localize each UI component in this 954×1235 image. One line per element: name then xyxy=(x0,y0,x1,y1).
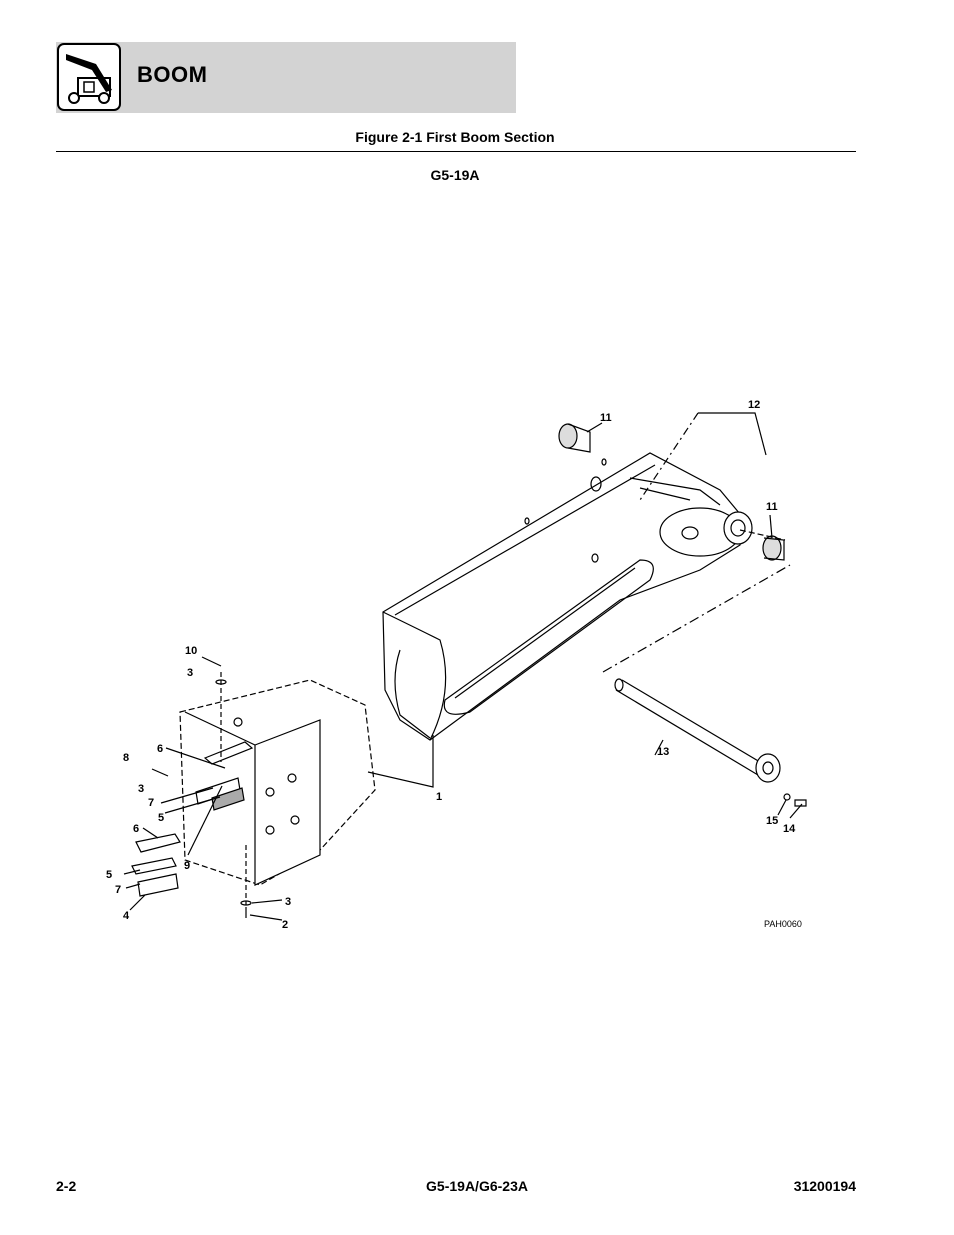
callout-5b: 5 xyxy=(106,869,112,881)
callout-3b: 3 xyxy=(138,783,144,795)
callout-11a: 11 xyxy=(600,412,612,424)
callout-2: 2 xyxy=(282,919,288,931)
diagram-callouts: 1 2 3 3 3 4 5 5 6 6 7 7 8 9 10 11 11 12 … xyxy=(106,399,796,931)
footer-models: G5-19A/G6-23A xyxy=(426,1178,528,1194)
callout-8: 8 xyxy=(123,752,129,764)
callout-12: 12 xyxy=(748,399,760,411)
callout-6b: 6 xyxy=(133,823,139,835)
section-title: BOOM xyxy=(137,62,208,87)
callout-6a: 6 xyxy=(157,743,163,755)
callout-4: 4 xyxy=(123,910,130,922)
callout-10: 10 xyxy=(185,645,197,657)
telehandler-icon xyxy=(56,42,122,112)
header-band xyxy=(56,42,516,113)
figure-reference-code: PAH0060 xyxy=(764,919,802,929)
callout-1: 1 xyxy=(436,791,442,803)
header-rule xyxy=(56,151,856,152)
footer-doc-number: 31200194 xyxy=(793,1178,856,1194)
callout-5a: 5 xyxy=(158,812,164,824)
figure-model: G5-19A xyxy=(430,167,480,183)
callout-7a: 7 xyxy=(148,797,154,809)
figure-title: Figure 2-1 First Boom Section xyxy=(355,129,555,145)
callout-15: 15 xyxy=(766,815,778,827)
callout-11b: 11 xyxy=(766,501,778,513)
callout-9: 9 xyxy=(184,860,190,872)
callout-7b: 7 xyxy=(115,884,121,896)
callout-3a: 3 xyxy=(187,667,193,679)
footer-page-number: 2-2 xyxy=(56,1178,77,1194)
callout-3c: 3 xyxy=(285,896,291,908)
callout-14: 14 xyxy=(783,823,796,835)
callout-13: 13 xyxy=(657,746,669,758)
boom-exploded-diagram: 1 2 3 3 3 4 5 5 6 6 7 7 8 9 10 11 11 12 … xyxy=(106,399,807,931)
